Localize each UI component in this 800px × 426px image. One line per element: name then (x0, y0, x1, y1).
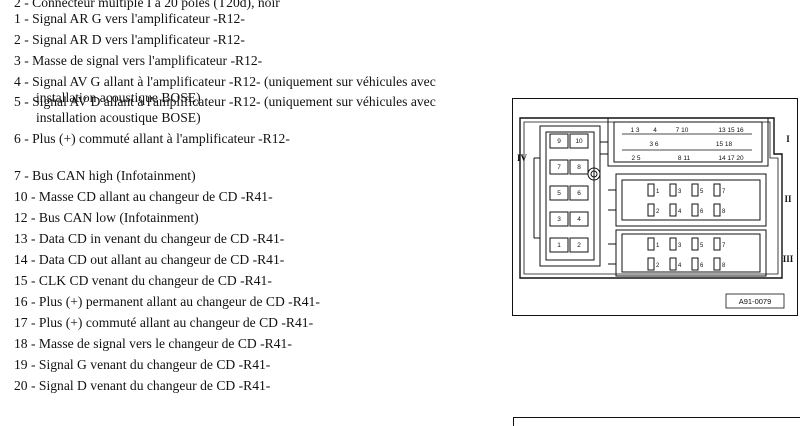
housing-outline (519, 117, 783, 279)
pin-description-text: 10 - Masse CD allant au changeur de CD -… (14, 189, 273, 204)
ii-pin-label: 4 (678, 209, 682, 215)
pin-description: 18 - Masse de signal vers le changeur de… (14, 336, 292, 352)
pin-description: 10 - Masse CD allant au changeur de CD -… (14, 189, 273, 205)
pin-description: 7 - Bus CAN high (Infotainment) (14, 168, 196, 184)
ii-pin-label: 8 (722, 209, 726, 215)
iii-pin-label: 3 (678, 243, 682, 249)
iii-pin-label: 7 (722, 243, 726, 249)
pin-description-text: 3 - Masse de signal vers l'amplificateur… (14, 53, 263, 68)
connector-diagram: 9 10 7 8 5 6 3 4 1 2 1 3 4 7 10 13 15 16… (512, 98, 798, 316)
block-i (600, 117, 769, 167)
pin-description: 5 - Signal AV D allant à l'amplificateur… (14, 94, 436, 125)
pin-description: 16 - Plus (+) permanent allant au change… (14, 294, 320, 310)
ii-pin-label: 5 (700, 189, 704, 195)
pin-description-text: 12 - Bus CAN low (Infotainment) (14, 210, 199, 225)
pin-description-text: 17 - Plus (+) commuté allant au changeur… (14, 315, 314, 330)
pin-description-text: 18 - Masse de signal vers le changeur de… (14, 336, 292, 351)
reference-box (725, 293, 785, 309)
ii-pin-label: 1 (656, 189, 660, 195)
ii-pin-label: 7 (722, 189, 726, 195)
iii-pin-label: 2 (656, 263, 660, 269)
pin-description: 13 - Data CD in venant du changeur de CD… (14, 231, 284, 247)
iv-pin-label: 8 (577, 164, 581, 171)
pin-description: 3 - Masse de signal vers l'amplificateur… (14, 53, 262, 69)
ii-pin-label: 2 (656, 209, 660, 215)
pin-description-text: 20 - Signal D venant du changeur de CD -… (14, 378, 271, 393)
pin-description-continuation: installation acoustique BOSE) (36, 90, 201, 105)
pin-description-text: 7 - Bus CAN high (Infotainment) (14, 168, 196, 183)
iii-pin-label: 1 (656, 243, 660, 249)
iv-pin-label: 10 (575, 138, 583, 145)
iv-pin-label: 5 (557, 190, 561, 197)
diagram-frame (512, 98, 798, 316)
iii-pin-label: 8 (722, 263, 726, 269)
pin-description-text: 4 - Signal AV G allant à l'amplificateur… (14, 74, 436, 89)
pin-description-text: 6 - Plus (+) commuté allant à l'amplific… (14, 131, 290, 146)
pin-description-text: 19 - Signal G venant du changeur de CD -… (14, 357, 271, 372)
iv-pin-label: 4 (577, 216, 581, 223)
pin-description: 2 - Signal AR D vers l'amplificateur -R1… (14, 32, 245, 48)
label-iv: IV (517, 153, 528, 163)
connector-heading: 2 - Connecteur multiple I à 20 pôles (T2… (14, 0, 280, 11)
label-ii: II (784, 194, 792, 204)
pin-description: 19 - Signal G venant du changeur de CD -… (14, 357, 270, 373)
pin-description: 14 - Data CD out allant au changeur de C… (14, 252, 284, 268)
pin-description-continuation: installation acoustique BOSE) (36, 110, 201, 125)
i-top-label: 7 10 (676, 127, 689, 134)
i-bottom-label: 2 5 (631, 155, 640, 162)
iii-pin-label: 4 (678, 263, 682, 269)
pin-description-text: 1 - Signal AR G vers l'amplificateur -R1… (14, 11, 245, 26)
pin-description: 17 - Plus (+) commuté allant au changeur… (14, 315, 313, 331)
pin-description-text: 13 - Data CD in venant du changeur de CD… (14, 231, 285, 246)
pin-description-text: 2 - Signal AR D vers l'amplificateur -R1… (14, 32, 245, 47)
iv-pin-label: 7 (557, 164, 561, 171)
pin-description: 20 - Signal D venant du changeur de CD -… (14, 378, 270, 394)
iv-pin-label: 3 (557, 216, 561, 223)
i-top-label: 13 15 16 (718, 127, 744, 134)
pin-description: 1 - Signal AR G vers l'amplificateur -R1… (14, 11, 245, 27)
screw-icon (587, 167, 601, 181)
pin-description-text: 15 - CLK CD venant du changeur de CD -R4… (14, 273, 272, 288)
pin-description-text: 14 - Data CD out allant au changeur de C… (14, 252, 285, 267)
label-i: I (786, 134, 790, 144)
i-mid-label: 15 18 (716, 141, 733, 148)
iv-pin-label: 9 (557, 138, 561, 145)
iv-pin-label: 1 (557, 242, 561, 249)
i-bottom-label: 8 11 (678, 155, 691, 162)
iv-pin-label: 2 (577, 242, 581, 249)
next-figure-frame (513, 417, 800, 426)
reference-code: A91-0079 (739, 297, 772, 306)
pin-description: 6 - Plus (+) commuté allant à l'amplific… (14, 131, 290, 147)
pin-description: 12 - Bus CAN low (Infotainment) (14, 210, 199, 226)
iii-pin-label: 6 (700, 263, 704, 269)
iv-pin-label: 6 (577, 190, 581, 197)
ii-pin-label: 6 (700, 209, 704, 215)
iii-pin-label: 5 (700, 243, 704, 249)
pin-description-text: 5 - Signal AV D allant à l'amplificateur… (14, 94, 436, 109)
i-mid-label: 3 6 (649, 141, 658, 148)
i-top-label: 1 3 (630, 127, 639, 134)
i-bottom-label: 14 17 20 (718, 155, 744, 162)
pin-description: 4 - Signal AV G allant à l'amplificateur… (14, 74, 436, 105)
block-iii (608, 229, 767, 277)
i-top-label: 4 (653, 127, 657, 134)
ii-pin-label: 3 (678, 189, 682, 195)
pin-description-text: 2 - Connecteur multiple I à 20 pôles (T2… (14, 0, 280, 10)
label-iii: III (783, 254, 794, 264)
pin-description-text: 16 - Plus (+) permanent allant au change… (14, 294, 320, 309)
pin-description: 15 - CLK CD venant du changeur de CD -R4… (14, 273, 272, 289)
block-ii (608, 173, 767, 227)
block-iv (533, 125, 601, 267)
